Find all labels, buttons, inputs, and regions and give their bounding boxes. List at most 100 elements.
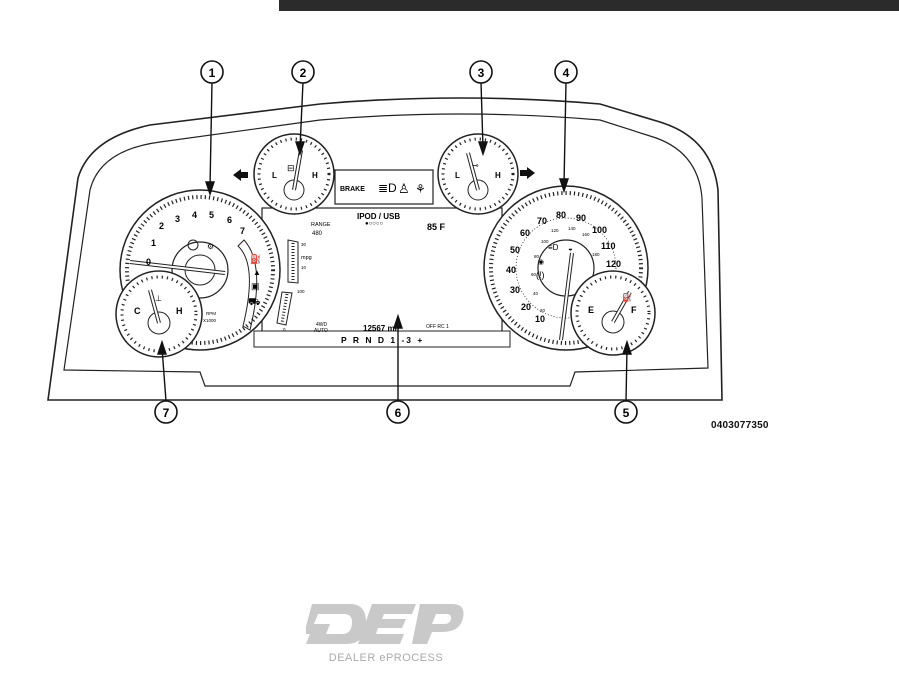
- voltage-gauge: L H ⊸: [437, 133, 519, 215]
- abs-light-icon: [187, 239, 199, 251]
- svg-text:E: E: [588, 305, 594, 315]
- brake-label: BRAKE: [340, 186, 365, 193]
- vehicle-icon: ⛟: [248, 297, 261, 308]
- cargo-light-icon: ▣: [251, 281, 260, 291]
- svg-text:110: 110: [601, 241, 616, 251]
- svg-text:C: C: [134, 306, 141, 316]
- engine-light-icon: ⚙: [207, 242, 214, 251]
- svg-text:4: 4: [563, 66, 570, 80]
- cluster-outer-bezel: [47, 97, 723, 401]
- tach-number: 6: [227, 215, 232, 225]
- svg-text:40: 40: [533, 291, 539, 296]
- svg-text:100: 100: [592, 225, 607, 235]
- svg-text:100: 100: [297, 289, 305, 294]
- svg-text:70: 70: [537, 216, 547, 226]
- tach-number: 3: [175, 214, 180, 224]
- svg-text:L: L: [455, 171, 460, 180]
- figure-id: 0403077350: [711, 420, 769, 431]
- tach-unit: X1000: [203, 318, 217, 323]
- svg-text:1: 1: [209, 66, 216, 80]
- outside-temperature: 85 F: [427, 222, 446, 232]
- gear-strip: [253, 330, 511, 348]
- svg-text:80: 80: [534, 254, 540, 259]
- svg-text:100: 100: [541, 239, 549, 244]
- callout-6: 6: [386, 400, 410, 424]
- callout-1: 1: [200, 60, 224, 84]
- tire-pressure-icon: (!): [536, 270, 545, 280]
- fuel-pump-icon: ⛽: [250, 253, 261, 264]
- coolant-temp-icon: ⊥: [155, 294, 162, 303]
- callout-3: 3: [469, 60, 493, 84]
- off-road-status: OFF RC 1: [426, 324, 449, 330]
- svg-text:10: 10: [301, 265, 307, 270]
- tach-number: 0: [146, 257, 151, 267]
- mpg-bar-graph: [287, 239, 299, 284]
- svg-text:6: 6: [395, 406, 402, 420]
- svg-text:160: 160: [582, 232, 590, 237]
- svg-text:120: 120: [551, 228, 559, 233]
- oil-can-icon: ⊸: [472, 161, 479, 170]
- svg-text:30: 30: [510, 285, 520, 295]
- odometer: 12567 mi: [363, 324, 397, 333]
- drive-mode: 4WD: [316, 322, 328, 328]
- svg-text:2: 2: [300, 66, 307, 80]
- dep-logo: [306, 604, 464, 644]
- callout-4: 4: [554, 60, 578, 84]
- svg-text:20: 20: [521, 302, 531, 312]
- svg-text:7: 7: [163, 406, 170, 420]
- tach-number: 4: [192, 210, 197, 220]
- svg-text:140: 140: [568, 226, 576, 231]
- cruise-light-icon: ◉: [538, 259, 544, 266]
- audio-source: IPOD / USB: [357, 212, 400, 221]
- svg-text:H: H: [176, 306, 183, 316]
- tach-number: 7: [240, 226, 245, 236]
- svg-text:H: H: [495, 171, 501, 180]
- up-arrow-icon: ▲: [253, 268, 261, 277]
- oil-pressure-gauge: L H ⊟: [253, 133, 335, 215]
- svg-text:30: 30: [301, 242, 307, 247]
- tach-unit: RPM: [206, 311, 216, 316]
- svg-text:20: 20: [540, 308, 546, 313]
- top-bar: [279, 0, 899, 11]
- headlamp-icon: ≣D: [378, 181, 397, 195]
- fog-light-icon: ≡D: [548, 243, 559, 252]
- svg-text:3: 3: [478, 66, 485, 80]
- evic-display: [261, 207, 503, 337]
- mpg-bar-graph: [276, 291, 293, 326]
- callout-5: 5: [614, 400, 638, 424]
- fuel-icon: ⛽: [622, 292, 632, 302]
- callout-2: 2: [291, 60, 315, 84]
- svg-text:60: 60: [520, 228, 530, 238]
- drive-mode-sub: AUTO: [314, 328, 328, 334]
- callout-7: 7: [154, 400, 178, 424]
- svg-text:L: L: [272, 171, 277, 180]
- svg-text:H: H: [312, 171, 318, 180]
- airbag-icon: ⚘: [415, 182, 426, 196]
- oil-gauge-icon: ⊟: [287, 163, 295, 173]
- warning-light-strip: [334, 169, 434, 205]
- gear-indicator: P R N D 1 -3 +: [341, 335, 424, 345]
- cluster-inner-bezel: [63, 113, 709, 387]
- range-label: RANGE: [311, 222, 331, 228]
- svg-text:180: 180: [592, 252, 600, 257]
- range-value: 480: [312, 231, 323, 237]
- callout-leaders: [157, 81, 632, 402]
- svg-text:5: 5: [623, 406, 630, 420]
- svg-text:0: 0: [283, 327, 286, 332]
- svg-text:60: 60: [531, 272, 537, 277]
- svg-text:80: 80: [556, 210, 566, 220]
- svg-text:40: 40: [506, 265, 516, 275]
- engine-temp-gauge: C H ⊥: [115, 270, 203, 358]
- left-turn-arrow-icon: [233, 169, 248, 181]
- svg-text:mpg: mpg: [301, 255, 312, 261]
- svg-text:120: 120: [606, 259, 621, 269]
- tach-number: 1: [151, 238, 156, 248]
- tach-number: 5: [209, 210, 214, 220]
- svg-text:90: 90: [576, 213, 586, 223]
- high-beam-icon: ◒: [568, 244, 573, 253]
- tach-number: 2: [159, 221, 164, 231]
- right-turn-arrow-icon: [520, 167, 535, 179]
- fuel-gauge: E F ⛽: [570, 270, 656, 356]
- svg-text:50: 50: [510, 245, 520, 255]
